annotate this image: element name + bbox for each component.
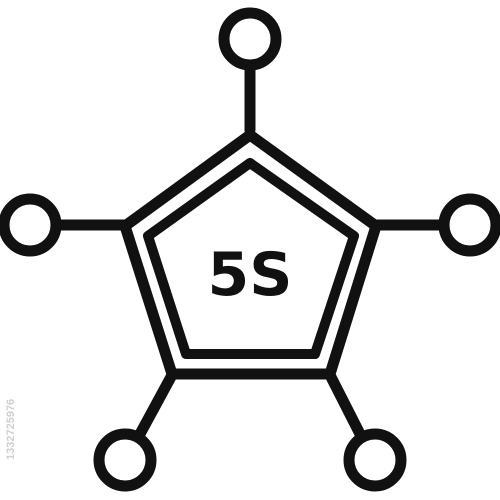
watermark-id-text: 1332725976	[5, 399, 17, 460]
node-circle-left	[0, 193, 62, 257]
node-circle-top	[218, 7, 282, 71]
connector-lines	[52, 62, 448, 440]
connector-bottom-right	[324, 369, 366, 440]
outer-pentagon	[119, 129, 382, 380]
connector-bottom-left	[134, 369, 178, 440]
node-circles	[0, 7, 500, 492]
inner-pentagon	[143, 158, 359, 359]
node-circle-bottom-right	[343, 428, 407, 492]
5s-label: 5S	[208, 240, 293, 310]
node-circle-bottom-left	[93, 428, 157, 492]
node-circle-right	[438, 193, 500, 257]
